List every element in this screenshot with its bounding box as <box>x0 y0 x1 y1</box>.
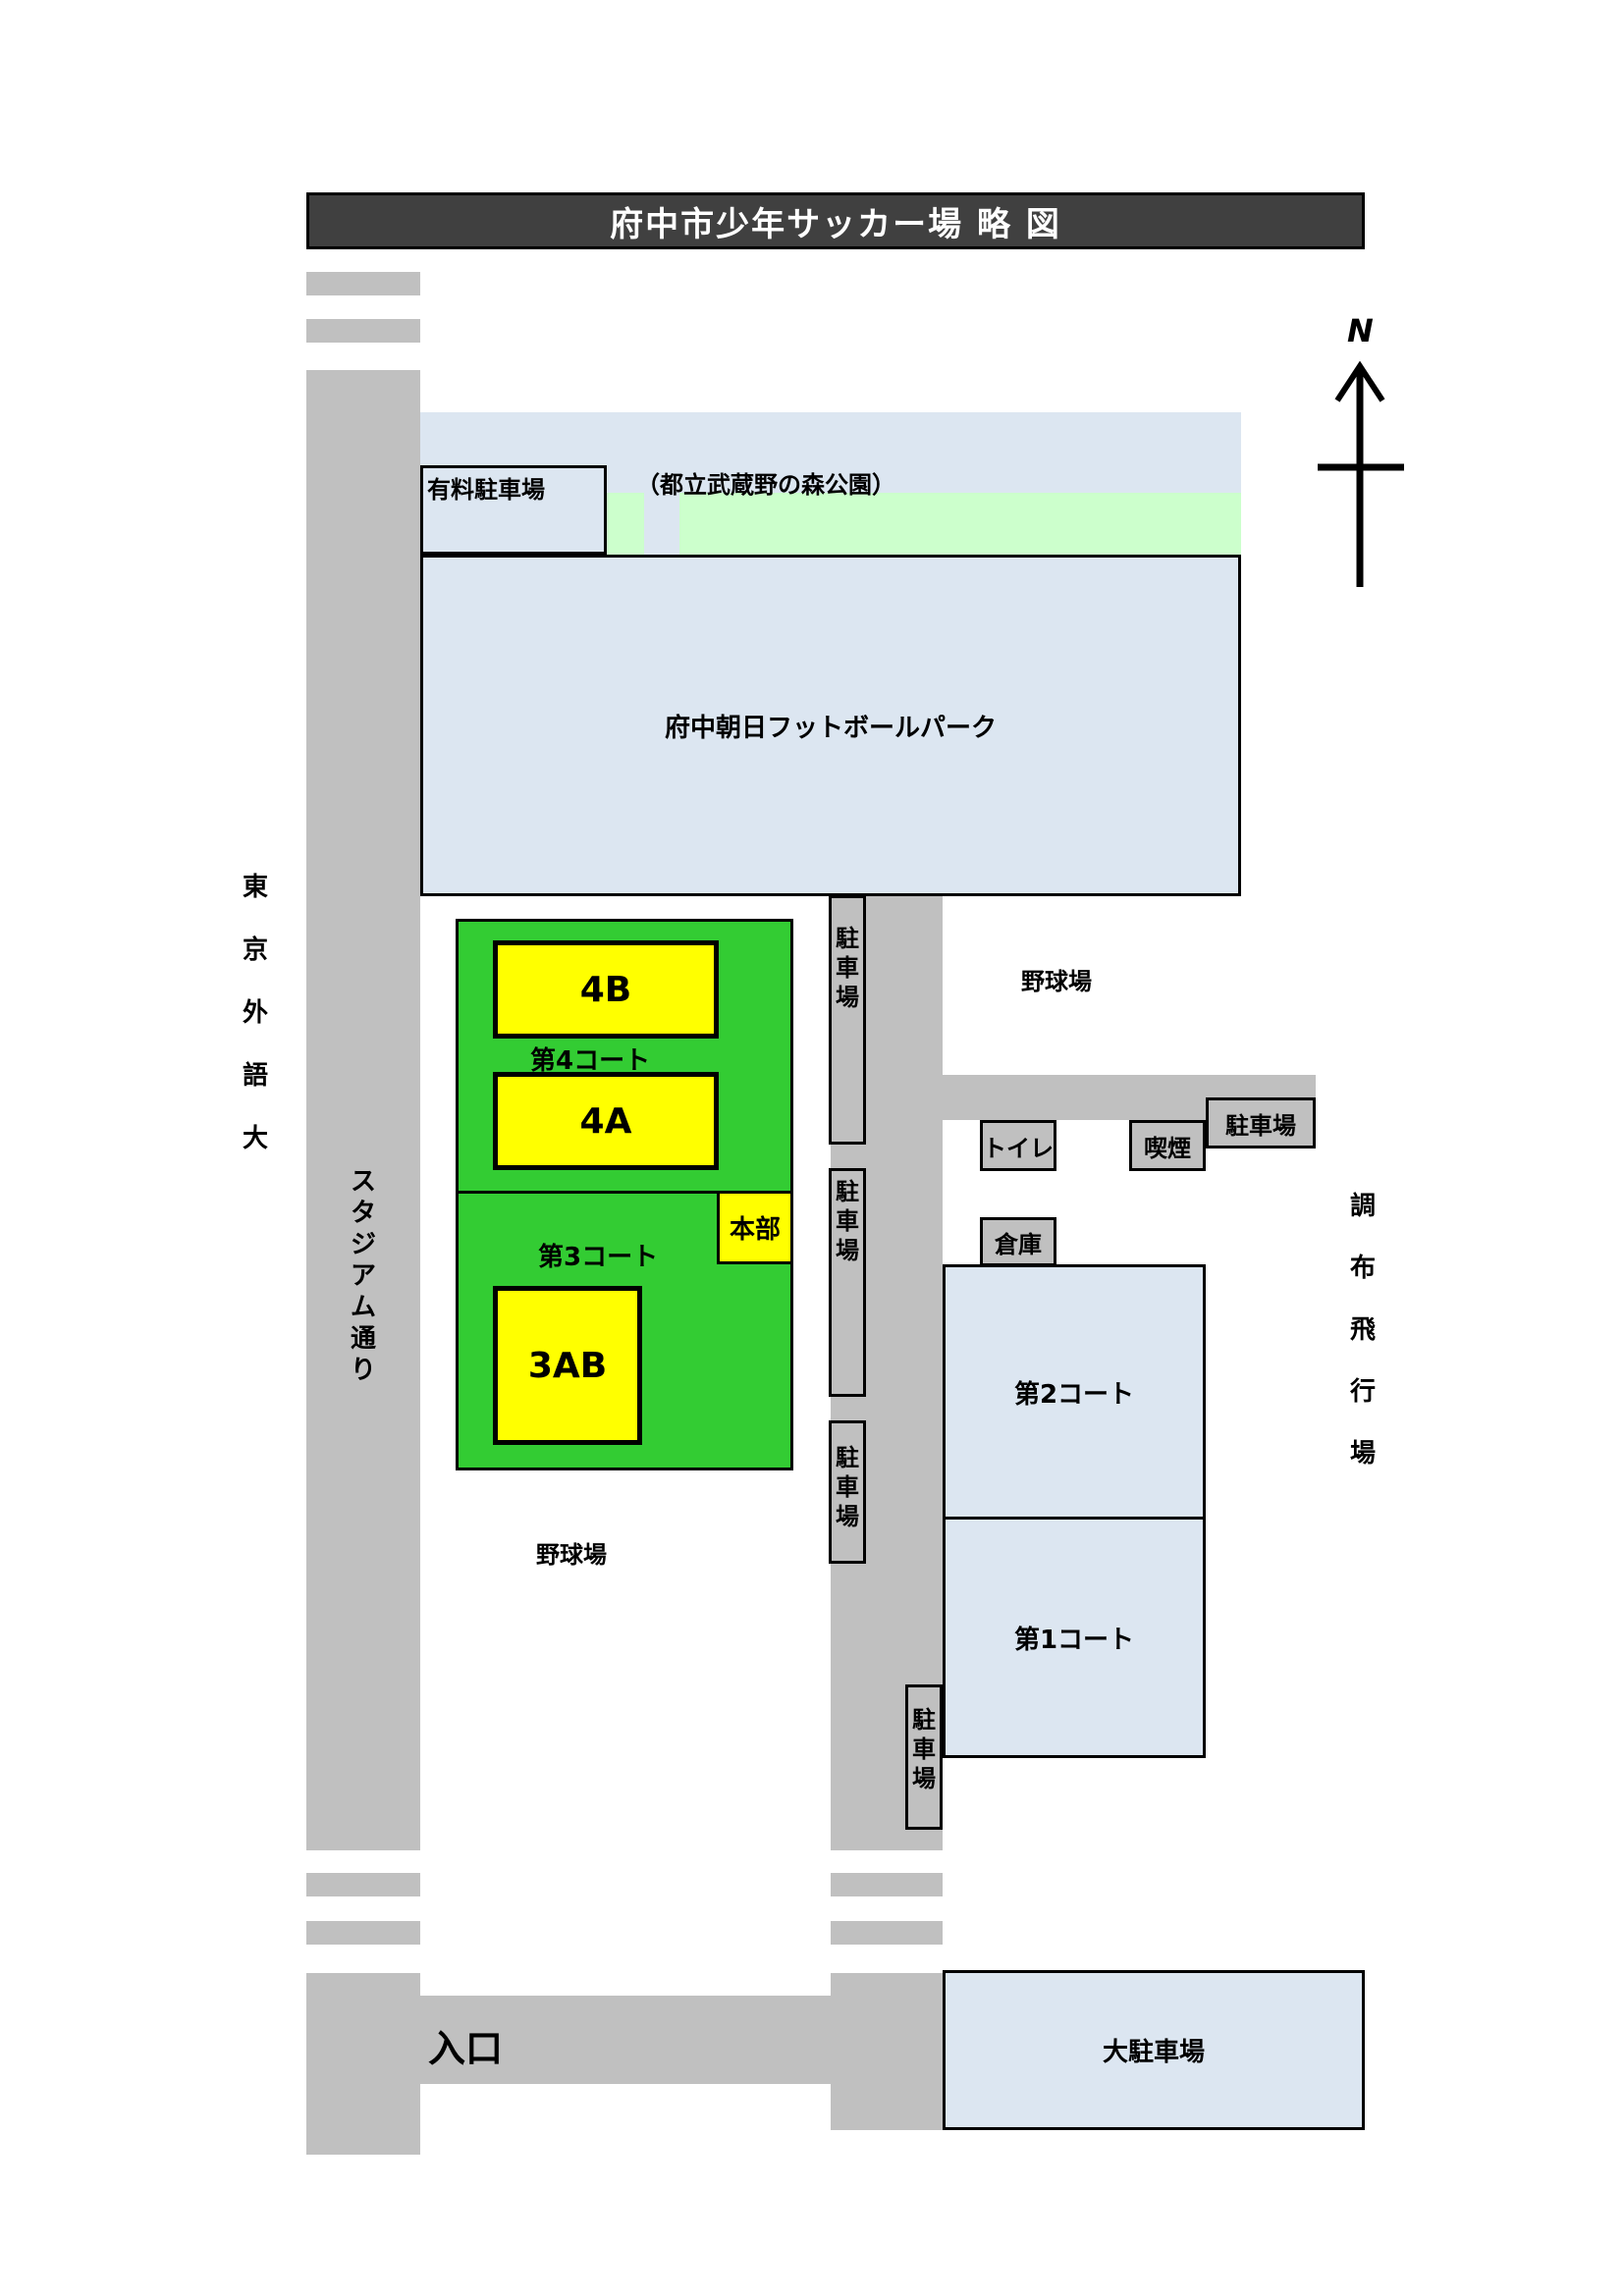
parking-strip-d: 駐 車 場 <box>905 1684 943 1830</box>
parking-strip-a: 駐 車 場 <box>829 895 866 1145</box>
road-dash <box>831 1873 943 1896</box>
court-4-label: 第4コート <box>530 1046 651 1076</box>
football-park-label: 府中朝日フットボールパーク <box>664 713 997 743</box>
tokyo-university-foreign-studies-label: 東 京 外 語 大 <box>242 873 268 1153</box>
stadium-road-label: ス タ ジ ア ム 通 り <box>350 1167 376 1385</box>
parking-right: 駐車場 <box>1206 1097 1316 1148</box>
road-dash <box>306 1873 420 1896</box>
smoking-area: 喫煙 <box>1129 1120 1206 1171</box>
big-parking-label: 大駐車場 <box>1102 2038 1205 2067</box>
lawn-strip <box>607 493 1241 555</box>
toilet: トイレ <box>980 1120 1056 1171</box>
road-dash <box>306 319 420 343</box>
court-3ab: 3AB <box>493 1286 642 1445</box>
court-3-label: 第3コート <box>538 1243 659 1272</box>
lawn-gap <box>644 493 679 555</box>
middle-road-bottom <box>831 1973 943 2130</box>
map-title: 府中市少年サッカー場 略 図 <box>306 192 1365 249</box>
court-2: 第2コート <box>943 1264 1206 1520</box>
court-4b: 4B <box>493 940 719 1039</box>
metro-park-label: （都立武蔵野の森公園） <box>636 471 895 499</box>
football-park: 府中朝日フットボールパーク <box>420 555 1241 896</box>
court-1-label: 第1コート <box>1013 1625 1135 1655</box>
road-dash <box>306 1921 420 1945</box>
big-parking: 大駐車場 <box>943 1970 1365 2130</box>
north-arrow-icon: N <box>1306 312 1414 592</box>
court-1: 第1コート <box>943 1517 1206 1758</box>
road-dash <box>831 1921 943 1945</box>
paid-parking: 有料駐車場 <box>420 465 607 555</box>
headquarters: 本部 <box>717 1191 793 1264</box>
road-dash <box>306 272 420 295</box>
storage: 倉庫 <box>980 1217 1056 1266</box>
parking-strip-c: 駐 車 場 <box>829 1420 866 1564</box>
court-4a: 4A <box>493 1072 719 1170</box>
entrance-label: 入口 <box>428 2027 504 2070</box>
stadium-road <box>306 370 420 1850</box>
chofu-airport-label: 調 布 飛 行 場 <box>1349 1192 1376 1468</box>
parking-strip-b: 駐 車 場 <box>829 1168 866 1397</box>
north-label: N <box>1347 312 1374 349</box>
baseball-field-top: 野球場 <box>1021 968 1092 995</box>
paid-parking-label: 有料駐車場 <box>427 476 545 504</box>
court-2-label: 第2コート <box>1013 1379 1135 1410</box>
baseball-field-bottom: 野球場 <box>536 1541 607 1569</box>
